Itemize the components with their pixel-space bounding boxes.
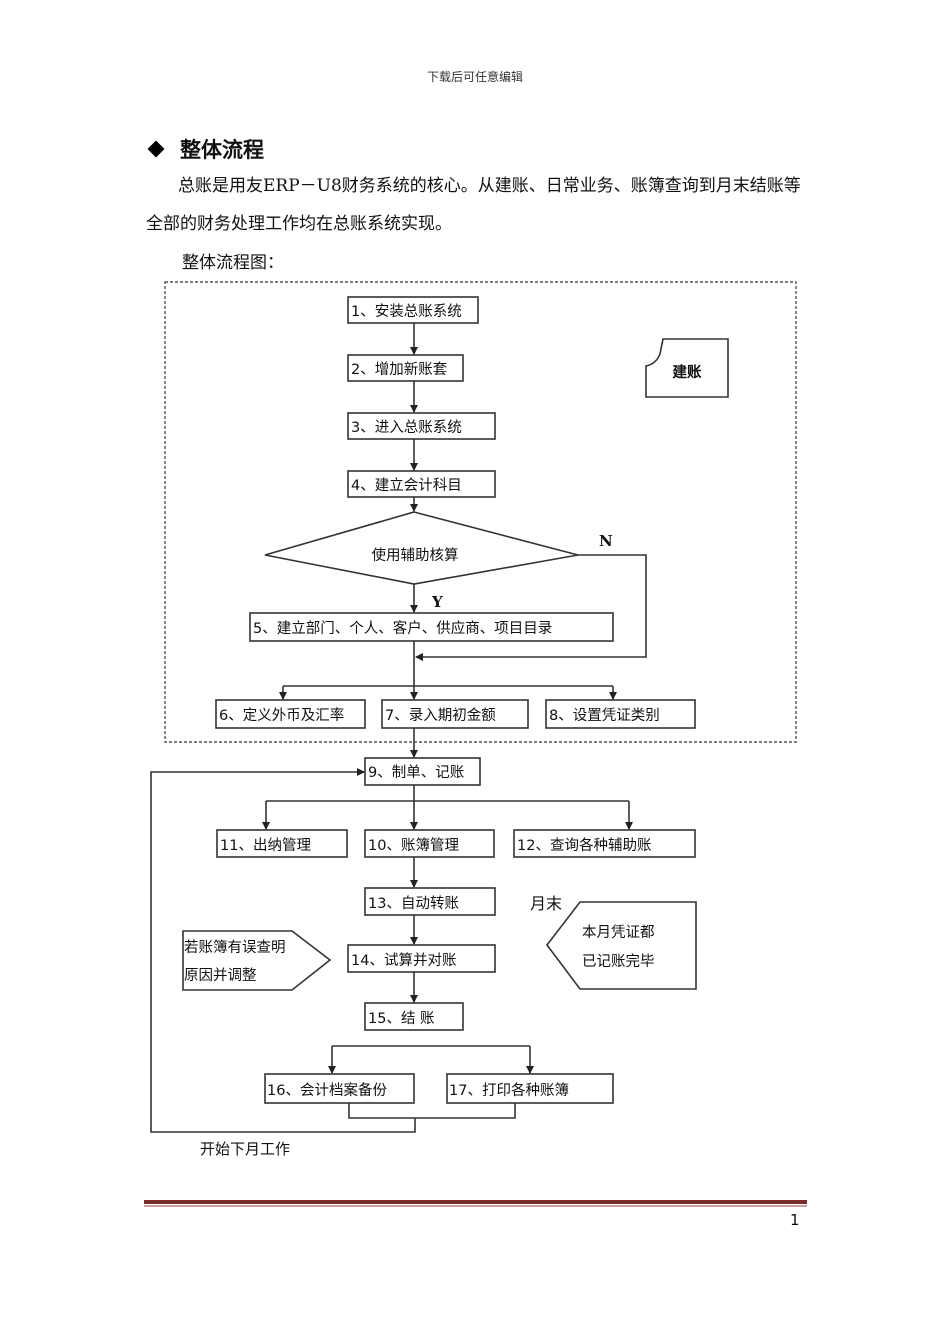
step-7-label: 7、录入期初金额 — [385, 707, 496, 724]
step-15: 15、结 账 — [364, 1002, 464, 1031]
loop-label: 开始下月工作 — [200, 1140, 290, 1158]
step-15-label: 15、结 账 — [368, 1010, 435, 1027]
page-number: 1 — [790, 1211, 800, 1229]
step-12-label: 12、查询各种辅助账 — [517, 837, 651, 854]
decision-label: 使用辅助核算 — [372, 547, 459, 564]
footer-rule — [144, 1200, 807, 1204]
merge-16-17 — [348, 1103, 516, 1119]
note-error-line2: 原因并调整 — [184, 967, 257, 984]
note-error-check: 若账簿有误查明 原因并调整 — [182, 930, 332, 991]
step-11: 11、出纳管理 — [216, 829, 348, 858]
section-title-text: 整体流程 — [180, 138, 264, 162]
step-13-label: 13、自动转账 — [368, 895, 459, 912]
step-9: 9、制单、记账 — [364, 757, 481, 786]
step-6: 6、定义外币及汇率 — [215, 699, 366, 729]
step-3: 3、进入总账系统 — [347, 412, 496, 440]
step-9-label: 9、制单、记账 — [368, 764, 464, 781]
no-label: N — [599, 532, 613, 550]
step-1: 1、安装总账系统 — [347, 296, 479, 324]
intro-paragraph: 总账是用友ERP－U8财务系统的核心。从建账、日常业务、账簿查询到月末结账等全部… — [146, 176, 801, 234]
step-4-label: 4、建立会计科目 — [351, 477, 462, 494]
step-16-label: 16、会计档案备份 — [267, 1081, 387, 1099]
step-14-label: 14、试算并对账 — [351, 952, 456, 969]
header-note: 下载后可任意编辑 — [426, 70, 523, 84]
step-13: 13、自动转账 — [364, 887, 496, 916]
step-1-label: 1、安装总账系统 — [351, 303, 462, 320]
note-error-line1: 若账簿有误查明 — [184, 939, 286, 956]
decision-auxiliary-accounting: 使用辅助核算 — [264, 511, 579, 585]
note-month-end-line1: 本月凭证都 — [582, 924, 655, 941]
step-17-label: 17、打印各种账簿 — [449, 1082, 569, 1099]
step-10: 10、账簿管理 — [364, 829, 495, 858]
step-12: 12、查询各种辅助账 — [513, 829, 696, 858]
step-2: 2、增加新账套 — [347, 354, 464, 382]
step-14: 14、试算并对账 — [347, 944, 496, 973]
step-6-label: 6、定义外币及汇率 — [219, 707, 344, 724]
yes-label: Y — [431, 593, 443, 611]
flowchart-caption: 整体流程图： — [182, 253, 284, 273]
step-4: 4、建立会计科目 — [347, 470, 496, 498]
step-16: 16、会计档案备份 — [264, 1073, 415, 1104]
step-10-label: 10、账簿管理 — [368, 837, 459, 854]
step-7: 7、录入期初金额 — [381, 699, 529, 729]
step-8: 8、设置凭证类别 — [545, 699, 696, 729]
step-17: 17、打印各种账簿 — [446, 1073, 614, 1104]
setup-group-tag — [645, 338, 729, 398]
step-11-label: 11、出纳管理 — [220, 837, 311, 854]
note-month-end-line2: 已记账完毕 — [582, 953, 655, 970]
loop-next-month — [150, 768, 416, 1133]
setup-group-label: 建账 — [673, 363, 702, 381]
note-month-end: 本月凭证都 已记账完毕 — [545, 901, 697, 990]
section-title: 整体流程 — [146, 134, 264, 164]
step-2-label: 2、增加新账套 — [351, 361, 448, 378]
step-5-label: 5、建立部门、个人、客户、供应商、项目目录 — [253, 619, 552, 637]
step-8-label: 8、设置凭证类别 — [549, 707, 660, 724]
arrow-no — [415, 554, 647, 661]
step-5: 5、建立部门、个人、客户、供应商、项目目录 — [249, 612, 614, 642]
month-end-label: 月末 — [530, 894, 562, 913]
setup-group-border — [164, 281, 797, 743]
footer-rule-accent — [144, 1205, 807, 1207]
step-3-label: 3、进入总账系统 — [351, 419, 462, 436]
